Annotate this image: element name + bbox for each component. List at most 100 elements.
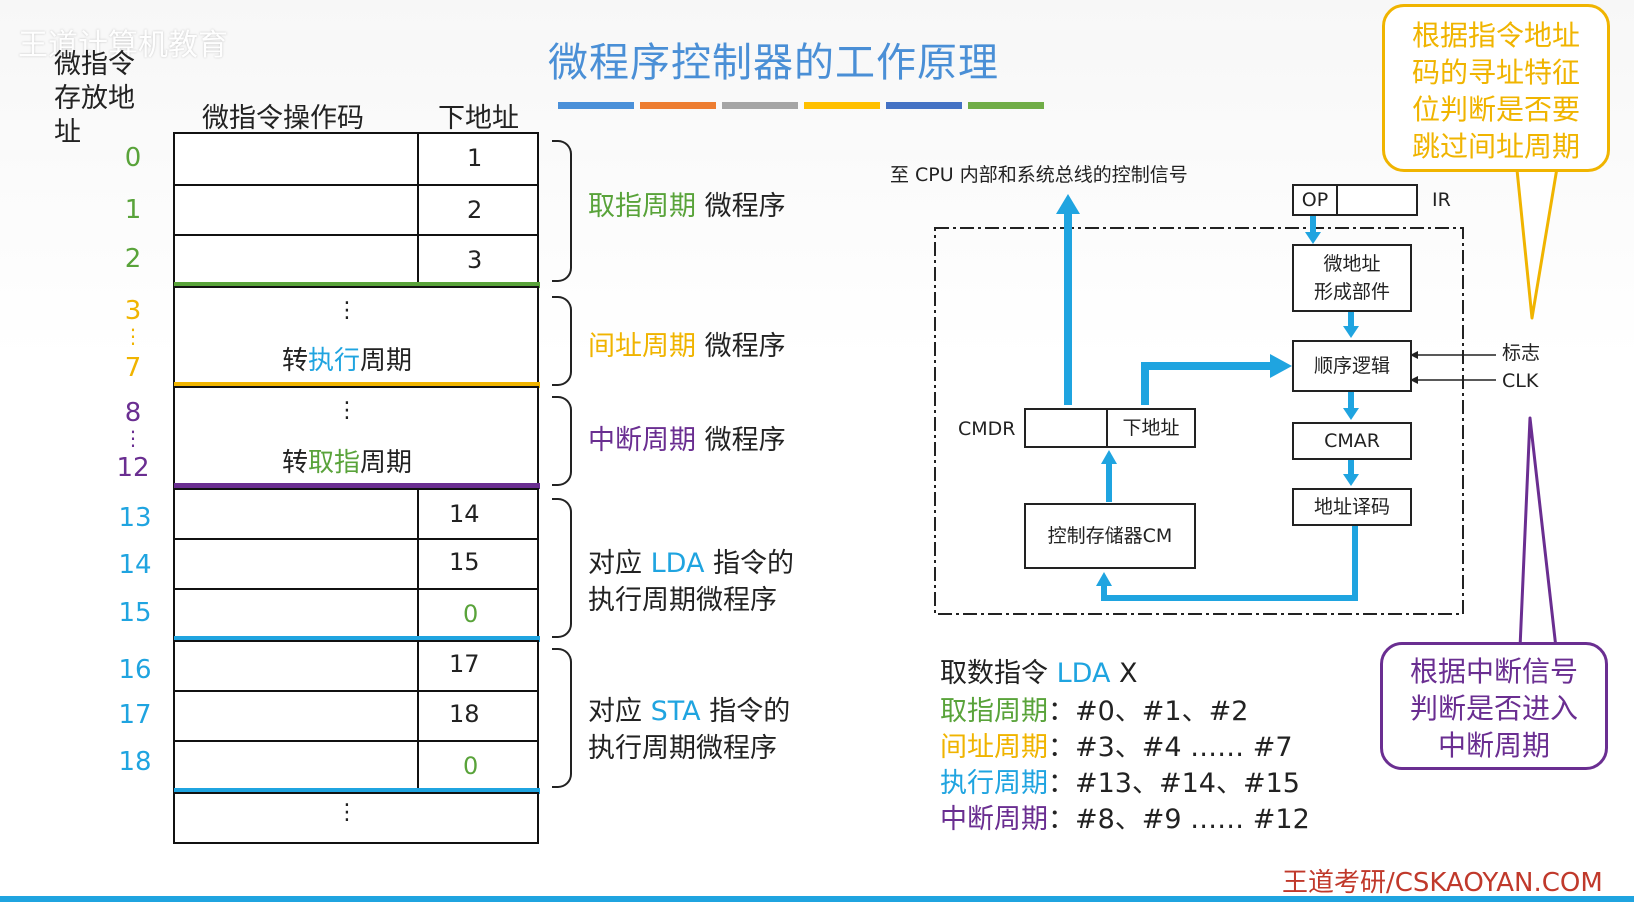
sta-line-2: 执行周期微程序: [588, 733, 777, 764]
bottom-bar: [0, 896, 1634, 902]
opcode-cell: [173, 640, 419, 692]
address-label: 3: [124, 296, 142, 326]
goto-target: 取指: [307, 448, 360, 478]
text: X: [1110, 658, 1138, 689]
address-label: 16: [118, 655, 152, 685]
sta-line-1: 对应 STA 指令的: [588, 693, 790, 730]
goto-text: 周期: [360, 448, 413, 478]
cmdr-label: CMDR: [958, 418, 1016, 440]
ellipsis: ⋮: [336, 298, 358, 323]
next-addr-value: 15: [449, 548, 480, 576]
micro-address-unit: 微地址 形成部件: [1292, 244, 1412, 312]
cycle-name: 执行周期: [940, 768, 1048, 799]
indirect-block: [173, 286, 539, 388]
next-addr-value: 1: [467, 144, 483, 172]
callout-line: 中断周期: [1437, 729, 1550, 762]
box-line: 形成部件: [1313, 281, 1390, 303]
next-addr-value: 18: [449, 700, 480, 728]
goto-exec-label: 转执行周期: [174, 340, 520, 377]
address-header-line-3: 址: [54, 117, 81, 148]
label-sta-exec: 对应 STA 指令的 执行周期微程序: [588, 693, 790, 767]
cycle-name: 中断周期: [588, 425, 696, 456]
next-addr-cell: 2: [417, 184, 539, 236]
next-addr-cell: 15: [417, 538, 539, 590]
brace-indirect: [552, 296, 572, 386]
control-signal-label: 至 CPU 内部和系统总线的控制信号: [890, 164, 1188, 186]
text: 对应: [588, 548, 651, 579]
callout-line: 根据中断信号: [1409, 655, 1578, 688]
address-label: 8: [124, 398, 142, 428]
microprogram-text: 微程序: [704, 331, 786, 362]
opcode-cell: [173, 588, 419, 640]
lda-separator: [174, 636, 540, 642]
callout-interrupt-check: 根据中断信号 判断是否进入 中断周期: [1380, 642, 1608, 770]
address-label: 7: [124, 353, 142, 383]
next-addr-value: 14: [449, 500, 480, 528]
cycle-steps: ：#13、#14、#15: [1048, 768, 1300, 799]
label-interrupt-microprogram: 中断周期 微程序: [588, 422, 786, 459]
interrupt-cycle-separator: [174, 483, 540, 489]
cmdr-microop-field: [1024, 408, 1108, 448]
lda-line-2: 执行周期微程序: [588, 585, 777, 616]
address-header-line-1: 微指令: [54, 49, 135, 80]
text: 指令的: [704, 548, 795, 579]
title-bar-6: [968, 102, 1044, 109]
box-line: 微地址: [1323, 253, 1381, 275]
control-memory-cm: 控制存储器CM: [1024, 503, 1196, 569]
example-interrupt: 中断周期：#8、#9 …… #12: [940, 802, 1310, 838]
cycle-name: 取指周期: [940, 696, 1048, 727]
title-bar-3: [722, 102, 798, 109]
title-bar-4: [804, 102, 880, 109]
remaining-block: [173, 792, 539, 844]
title-bar-2: [640, 102, 716, 109]
opcode-column-header: 微指令操作码: [202, 103, 364, 134]
goto-fetch-label: 转取指周期: [174, 442, 520, 479]
callout-indirect-check: 根据指令地址 码的寻址特征 位判断是否要 跳过间址周期: [1382, 4, 1610, 172]
callout-line: 码的寻址特征: [1411, 56, 1580, 89]
next-addr-value: 0: [463, 752, 479, 780]
address-label: 1: [124, 195, 142, 225]
indirect-cycle-separator: [174, 382, 540, 388]
address-label: 15: [118, 598, 152, 628]
address-label: 0: [124, 143, 142, 173]
address-label: 13: [118, 503, 152, 533]
brace-lda: [552, 498, 572, 638]
address-label: 17: [118, 700, 152, 730]
next-addr-cell: 3: [417, 234, 539, 286]
cycle-steps: ：#8、#9 …… #12: [1048, 804, 1310, 835]
watermark-logo: 王道计算机教育: [18, 28, 228, 63]
example-exec: 执行周期：#13、#14、#15: [940, 766, 1300, 802]
ellipsis: ⋮: [336, 398, 358, 423]
ir-op-field: OP: [1292, 184, 1338, 216]
goto-text: 周期: [360, 346, 413, 376]
address-label: 12: [116, 453, 150, 483]
microprogram-text: 微程序: [704, 191, 786, 222]
next-address-column-header: 下地址: [438, 103, 519, 134]
example-indirect: 间址周期：#3、#4 …… #7: [940, 730, 1293, 766]
instr-name: LDA: [650, 548, 705, 579]
cycle-name: 间址周期: [588, 331, 696, 362]
label-lda-exec: 对应 LDA 指令的 执行周期微程序: [588, 545, 794, 619]
address-column-header: 微指令 存放地 址: [54, 48, 135, 150]
callout-line: 位判断是否要: [1411, 93, 1580, 126]
callout-line: 根据指令地址: [1411, 19, 1580, 52]
fetch-cycle-separator: [174, 282, 540, 288]
title-bar-5: [886, 102, 962, 109]
next-addr-value: 17: [449, 650, 480, 678]
address-label: ⋮: [123, 324, 143, 348]
cmdr-next-address: 下地址: [1106, 408, 1196, 448]
footer-brand: 王道考研/CSKAOYAN.COM: [1282, 868, 1603, 898]
next-addr-value: 2: [467, 196, 483, 224]
address-header-line-2: 存放地: [54, 83, 135, 114]
clk-label: CLK: [1502, 370, 1539, 392]
brace-interrupt: [552, 396, 572, 486]
callout-line: 跳过间址周期: [1411, 130, 1580, 163]
text: 取数指令: [940, 658, 1057, 689]
flag-label: 标志: [1502, 342, 1541, 364]
slide-title: 微程序控制器的工作原理: [548, 40, 999, 86]
next-addr-cell: 0: [417, 740, 539, 792]
label-fetch-microprogram: 取指周期 微程序: [588, 188, 786, 225]
goto-target: 执行: [307, 346, 360, 376]
next-addr-cell: 0: [417, 588, 539, 640]
text: 指令的: [700, 696, 791, 727]
